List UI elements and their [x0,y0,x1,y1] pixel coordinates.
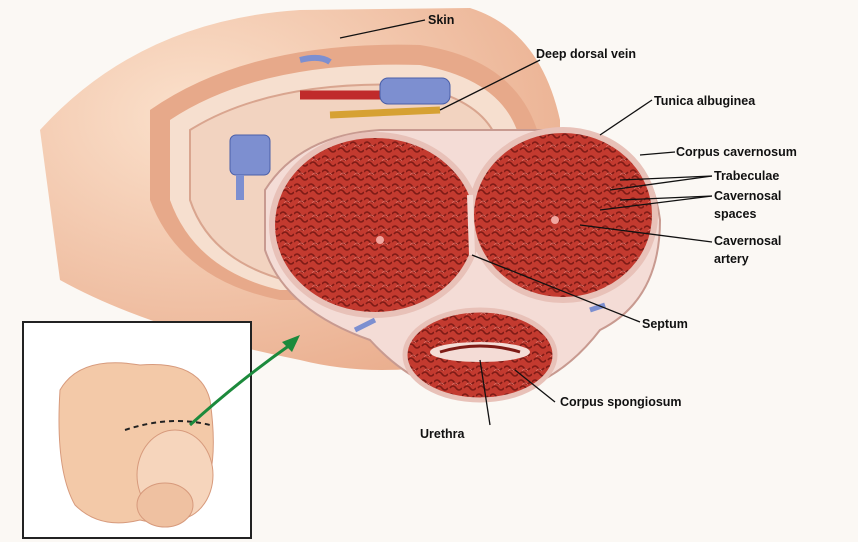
label-cavernosal-spaces-1: Cavernosal [714,189,781,203]
label-cavernosal-artery-1: Cavernosal [714,234,781,248]
label-cavernosal-spaces-2: spaces [714,207,756,221]
corpus-cavernosum-left [272,135,478,315]
label-corpus-cavernosum: Corpus cavernosum [676,145,797,159]
label-cavernosal-artery-2: artery [714,252,749,266]
inset-box [23,322,251,538]
septum-wall [470,195,472,255]
label-trabeculae: Trabeculae [714,169,779,183]
corpus-cavernosum-right [471,130,655,300]
label-septum: Septum [642,317,688,331]
label-skin: Skin [428,13,454,27]
label-tunica-albuginea: Tunica albuginea [654,94,756,108]
label-corpus-spongiosum: Corpus spongiosum [560,395,682,409]
label-urethra: Urethra [420,427,466,441]
label-deep-dorsal-vein: Deep dorsal vein [536,47,636,61]
